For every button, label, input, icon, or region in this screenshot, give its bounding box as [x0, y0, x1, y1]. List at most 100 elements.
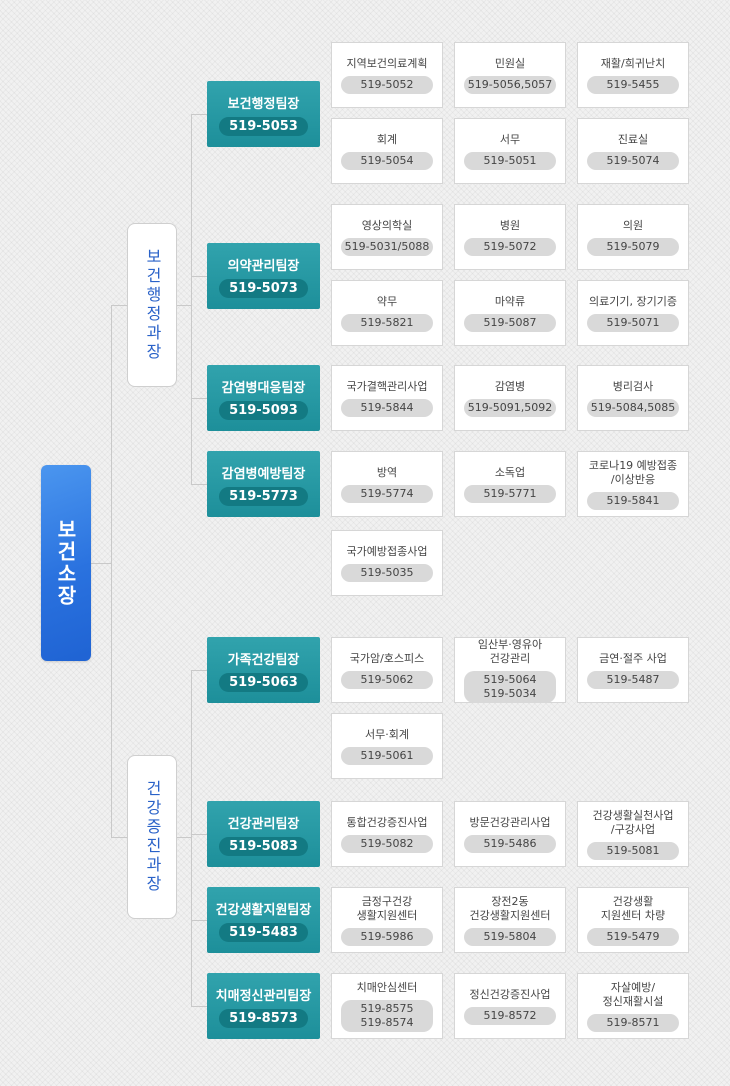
- duty-phone: 519-5056,5057: [464, 75, 556, 94]
- department-box[interactable]: 보건행정과장: [127, 223, 177, 387]
- duty-phone: 519-5081: [587, 841, 679, 860]
- team-box[interactable]: 치매정신관리팀장 519-8573: [207, 973, 320, 1039]
- team-phone: 519-5083: [219, 836, 308, 856]
- team-phone: 519-8573: [219, 1008, 308, 1028]
- duty-name: 의료기기, 장기기증: [589, 294, 677, 308]
- team-box[interactable]: 감염병예방팀장 519-5773: [207, 451, 320, 517]
- duty-name: 병원: [499, 218, 521, 232]
- duty-phone: 519-5054: [341, 151, 433, 170]
- duty-phone: 519-5841: [587, 491, 679, 510]
- duty-name: 재활/희귀난치: [600, 56, 666, 70]
- team-connector: [191, 920, 207, 921]
- duty-phone: 519-8572: [464, 1006, 556, 1025]
- duty-phone: 519-5771: [464, 484, 556, 503]
- root-connector-horizontal: [91, 563, 111, 564]
- duty-phone: 519-5031/5088: [341, 237, 433, 256]
- team-phone: 519-5063: [219, 672, 308, 692]
- duty-phone: 519-5084,5085: [587, 398, 679, 417]
- duty-phone: 519-5479: [587, 927, 679, 946]
- duty-name: 국가결핵관리사업: [346, 379, 428, 393]
- duty-phone: 519-5774: [341, 484, 433, 503]
- dept-connector-out: [177, 837, 191, 838]
- duty-box[interactable]: 국가결핵관리사업 519-5844: [331, 365, 443, 431]
- team-phone: 519-5053: [219, 116, 308, 136]
- duty-phone: 519-5052: [341, 75, 433, 94]
- team-name: 건강생활지원팀장: [215, 902, 312, 918]
- duty-box[interactable]: 영상의학실 519-5031/5088: [331, 204, 443, 270]
- department-box[interactable]: 건강증진과장: [127, 755, 177, 919]
- team-name: 건강관리팀장: [227, 816, 300, 832]
- duty-box[interactable]: 마약류 519-5087: [454, 280, 566, 346]
- team-name: 감염병대응팀장: [221, 380, 306, 396]
- duty-box[interactable]: 약무 519-5821: [331, 280, 443, 346]
- duty-box[interactable]: 자살예방/정신재활시설 519-8571: [577, 973, 689, 1039]
- duty-phone: 519-5087: [464, 313, 556, 332]
- duty-phone: 519-8571: [587, 1013, 679, 1032]
- dept-connector-in: [111, 305, 127, 306]
- duty-name: 방문건강관리사업: [469, 815, 551, 829]
- duty-phone: 519-5071: [587, 313, 679, 332]
- duty-phone: 519-5035: [341, 563, 433, 582]
- duty-name: 회계: [376, 132, 398, 146]
- duty-name: 감염병: [494, 379, 526, 393]
- duty-phone: 519-5844: [341, 398, 433, 417]
- duty-phone: 519-5082: [341, 834, 433, 853]
- duty-box[interactable]: 의료기기, 장기기증 519-5071: [577, 280, 689, 346]
- team-box[interactable]: 의약관리팀장 519-5073: [207, 243, 320, 309]
- team-phone: 519-5773: [219, 486, 308, 506]
- team-name: 감염병예방팀장: [221, 466, 306, 482]
- duty-name: 마약류: [494, 294, 526, 308]
- team-connector: [191, 834, 207, 835]
- team-name: 치매정신관리팀장: [215, 988, 312, 1004]
- duty-phone: 519-5061: [341, 746, 433, 765]
- team-name: 의약관리팀장: [227, 258, 300, 274]
- duty-name: 자살예방/정신재활시설: [602, 980, 664, 1008]
- team-box[interactable]: 건강관리팀장 519-5083: [207, 801, 320, 867]
- duty-phone: 519-5821: [341, 313, 433, 332]
- duty-box[interactable]: 소독업 519-5771: [454, 451, 566, 517]
- duty-name: 약무: [376, 294, 398, 308]
- root-box[interactable]: 보건소장: [41, 465, 91, 661]
- duty-phone: 519-5487: [587, 670, 679, 689]
- duty-name: 코로나19 예방접종/이상반응: [588, 458, 678, 486]
- duty-name: 소독업: [494, 465, 526, 479]
- duty-box[interactable]: 회계 519-5054: [331, 118, 443, 184]
- root-connector-vertical: [111, 305, 112, 838]
- team-connector: [191, 484, 207, 485]
- duty-name: 영상의학실: [361, 218, 413, 232]
- duty-box[interactable]: 통합건강증진사업 519-5082: [331, 801, 443, 867]
- team-connector-vertical: [191, 670, 192, 1007]
- duty-name: 통합건강증진사업: [346, 815, 428, 829]
- team-phone: 519-5073: [219, 278, 308, 298]
- duty-box[interactable]: 코로나19 예방접종/이상반응 519-5841: [577, 451, 689, 517]
